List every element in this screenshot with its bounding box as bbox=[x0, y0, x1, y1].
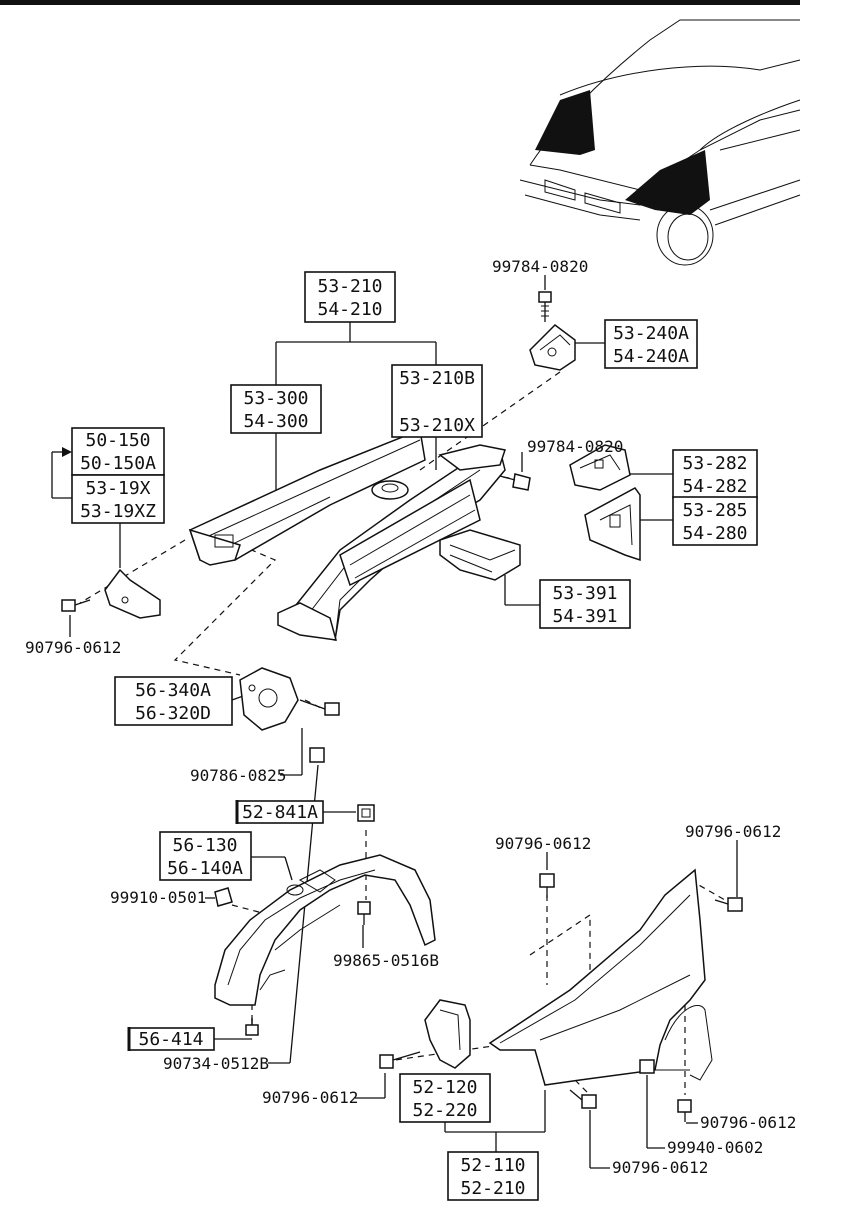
part-number: 52-210 bbox=[460, 1178, 525, 1199]
part-box-53-282: 53-282 54-282 bbox=[672, 449, 758, 499]
fastener-label: 90796-0612 bbox=[25, 638, 121, 657]
fastener-label: 99784-0820 bbox=[492, 257, 588, 276]
part-number: 53-210B bbox=[399, 368, 475, 389]
clip-99910 bbox=[214, 887, 233, 907]
left-bracket bbox=[104, 568, 161, 619]
part-number: 54-240A bbox=[613, 346, 689, 367]
part-number: 54-391 bbox=[552, 606, 617, 627]
part-number: 52-110 bbox=[460, 1155, 525, 1176]
plate-282 bbox=[569, 444, 631, 491]
part-number: 50-150A bbox=[80, 453, 156, 474]
fender-clip-99940 bbox=[639, 1059, 655, 1074]
fender-bracket bbox=[424, 999, 471, 1069]
leader-lines bbox=[51, 275, 738, 1169]
fender-bracket-bolt bbox=[379, 1051, 421, 1069]
bracket-240a bbox=[529, 324, 576, 371]
fastener-label: 90796-0612 bbox=[685, 822, 781, 841]
front-fender bbox=[488, 868, 713, 1086]
plate-285 bbox=[584, 487, 641, 562]
part-box-52-841a: 52-841A bbox=[235, 800, 324, 824]
fastener-label: 90796-0612 bbox=[612, 1158, 708, 1177]
part-number: 54-280 bbox=[682, 523, 747, 544]
part-number: 56-130 bbox=[172, 835, 237, 856]
top-bolt bbox=[538, 291, 552, 322]
fastener-label: 90796-0612 bbox=[495, 834, 591, 853]
screw-99865 bbox=[357, 901, 371, 925]
part-number: 56-414 bbox=[138, 1029, 203, 1050]
part-number: 53-19X bbox=[85, 478, 150, 499]
clip-nut bbox=[357, 804, 375, 822]
part-number: 54-282 bbox=[682, 476, 747, 497]
part-number: 53-391 bbox=[552, 583, 617, 604]
left-bolt bbox=[61, 599, 91, 612]
part-number: 52-120 bbox=[412, 1077, 477, 1098]
part-number: 53-210 bbox=[317, 276, 382, 297]
part-number: 53-282 bbox=[682, 453, 747, 474]
part-number: 52-220 bbox=[412, 1100, 477, 1121]
fastener-label: 99784-0820 bbox=[527, 437, 623, 456]
part-number: 56-340A bbox=[135, 680, 211, 701]
part-box-53-240a: 53-240A 54-240A bbox=[604, 319, 698, 369]
fastener-label: 99940-0602 bbox=[667, 1138, 763, 1157]
part-box-56-130: 56-130 56-140A bbox=[159, 831, 252, 881]
part-box-53-210: 53-210 54-210 bbox=[304, 271, 396, 323]
part-box-53-19x: 53-19X 53-19XZ bbox=[71, 474, 165, 524]
part-box-52-120: 52-120 52-220 bbox=[399, 1073, 491, 1123]
fender-bolt-top bbox=[539, 873, 555, 898]
fastener-label: 99865-0516B bbox=[333, 951, 439, 970]
fastener-label: 90786-0825 bbox=[190, 766, 286, 785]
channel-391 bbox=[439, 529, 521, 581]
mid-bolt bbox=[499, 473, 531, 491]
part-number: 53-240A bbox=[613, 323, 689, 344]
part-box-53-300: 53-300 54-300 bbox=[230, 384, 322, 434]
part-number: 56-320D bbox=[135, 703, 211, 724]
part-box-53-391: 53-391 54-391 bbox=[539, 579, 631, 629]
part-box-52-110: 52-110 52-210 bbox=[447, 1151, 539, 1201]
part-number: 53-19XZ bbox=[80, 501, 156, 522]
part-box-56-340a: 56-340A 56-320D bbox=[114, 676, 233, 726]
part-box-53-210b: 53-210B 53-210X bbox=[391, 364, 483, 438]
part-number: 56-140A bbox=[167, 858, 243, 879]
fastener-label: 90796-0612 bbox=[700, 1113, 796, 1132]
part-number: 53-300 bbox=[243, 388, 308, 409]
fastener-label: 90796-0612 bbox=[262, 1088, 358, 1107]
part-number: 53-210X bbox=[399, 415, 475, 436]
fender-bolt-bottom bbox=[569, 1089, 597, 1109]
part-number: 54-300 bbox=[243, 411, 308, 432]
car-thumbnail bbox=[519, 19, 801, 266]
part-box-53-285: 53-285 54-280 bbox=[672, 496, 758, 546]
fender-bolt-right bbox=[714, 897, 743, 912]
part-number: 52-841A bbox=[242, 802, 318, 823]
part-number: 53-285 bbox=[682, 500, 747, 521]
mount-bolt bbox=[299, 699, 340, 716]
top-border bbox=[0, 0, 800, 5]
fastener-label: 99910-0501 bbox=[110, 888, 206, 907]
clip-414 bbox=[245, 1018, 259, 1036]
part-number: 54-210 bbox=[317, 299, 382, 320]
engine-mount bbox=[239, 667, 299, 731]
part-box-50-150: 50-150 50-150A bbox=[71, 427, 165, 476]
screw-90734 bbox=[309, 747, 325, 763]
fender-bolt-lower-right bbox=[677, 1099, 692, 1122]
part-box-56-414: 56-414 bbox=[127, 1027, 215, 1051]
part-number: 50-150 bbox=[85, 430, 150, 451]
wheel-liner bbox=[214, 854, 436, 1006]
front-frame-assembly bbox=[188, 428, 506, 641]
fastener-label: 90734-0512B bbox=[163, 1054, 269, 1073]
